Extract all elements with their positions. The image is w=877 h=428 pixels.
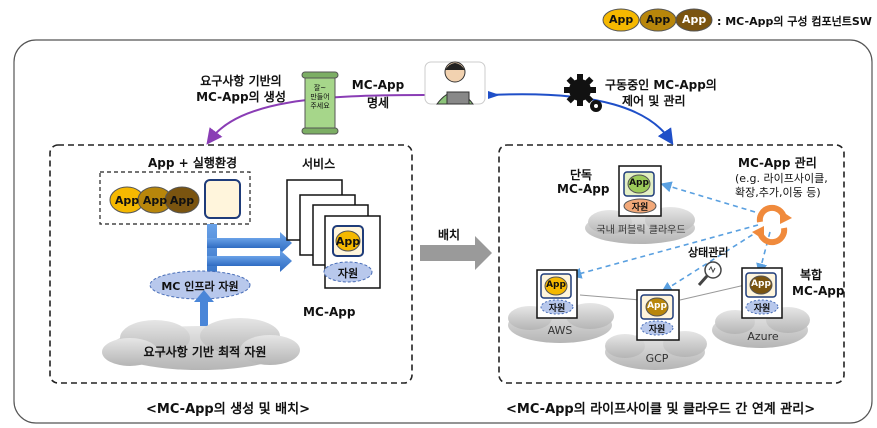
domestic-cloud-label: 국내 퍼블릭 클라우드: [596, 225, 686, 236]
aws-cloud-label: AWS: [547, 324, 573, 337]
deploy-arrow: [420, 236, 492, 270]
right-panel-border: [498, 144, 845, 384]
azure-resource-label: 자원: [753, 304, 771, 314]
infra-label: MC 인프라 자원: [161, 280, 239, 293]
gcp-cloud: [605, 331, 707, 370]
magnifier-icon: [697, 261, 722, 286]
mgmt-label-2: (e.g. 라이프사이클,: [735, 172, 828, 185]
left-panel-border: [49, 144, 413, 384]
purple-arrow: [206, 94, 426, 145]
spec-line-2: 명세: [366, 96, 390, 110]
single-label-1: 단독: [570, 168, 593, 182]
env-runtime-box: [204, 179, 241, 219]
left-cloud: [102, 318, 300, 370]
gcp-app-box: [636, 289, 680, 341]
legend-pill-1: [602, 8, 640, 32]
legend-pill-3: [675, 8, 713, 32]
status-label: 상태관리: [688, 246, 729, 259]
azure-app-label: App: [751, 279, 771, 289]
domestic-app-box: [618, 165, 662, 217]
spec-line-1: MC-App: [351, 78, 405, 92]
right-caption: <MC-App의 라이프사이클 및 클라우드 간 연계 관리>: [506, 402, 816, 417]
mgmt-label-1: MC-App 관리: [738, 156, 817, 170]
domestic-app-label: App: [629, 178, 649, 188]
person-icon: [424, 61, 486, 105]
env-title: App + 실행환경: [148, 156, 238, 170]
composite-label-1: 복합: [800, 268, 823, 282]
legend-pill-1-label: App: [609, 13, 634, 26]
service-resource-label: 자원: [337, 267, 359, 280]
mcapp-label: MC-App: [303, 305, 356, 319]
management-arrows: [570, 181, 771, 293]
scroll-icon: [301, 71, 339, 135]
env-app-label-1: App: [114, 194, 140, 207]
composite-label-2: MC-App: [792, 284, 845, 298]
cloud-links: [579, 284, 746, 301]
scroll-text: 잘~ 만들어 주세요: [310, 84, 330, 110]
optimal-resource-label: 요구사항 기반 최적 자원: [143, 345, 267, 359]
left-top-caption-1: 요구사항 기반의: [200, 74, 282, 88]
legend-pill-2-label: App: [646, 13, 671, 26]
domestic-resource-label: 자원: [631, 203, 649, 213]
right-top-caption-2: 제어 및 관리: [622, 94, 686, 108]
aws-app-label: App: [546, 280, 566, 290]
gcp-cloud-label: GCP: [645, 352, 669, 365]
service-stack: [286, 179, 381, 289]
deploy-label: 배치: [438, 228, 461, 242]
mgmt-label-3: 확장,추가,이동 등): [735, 186, 821, 199]
aws-app-box: [536, 269, 578, 319]
left-top-caption-2: MC-App의 생성: [196, 90, 286, 104]
gcp-app-label: App: [647, 301, 667, 311]
env-app-label-3: App: [169, 194, 195, 207]
azure-cloud-label: Azure: [747, 330, 779, 343]
gear-icon: [564, 74, 602, 112]
right-top-caption-1: 구동중인 MC-App의: [605, 78, 717, 92]
left-caption: <MC-App의 생성 및 배치>: [146, 402, 310, 417]
legend-text: : MC-App의 구성 컴포넌트SW: [717, 15, 872, 28]
aws-resource-label: 자원: [548, 304, 566, 314]
gcp-resource-label: 자원: [648, 325, 666, 335]
legend-pill-3-label: App: [682, 13, 707, 26]
blue-pipe: [207, 224, 292, 284]
single-label-2: MC-App: [557, 182, 610, 196]
service-app-label: App: [335, 235, 361, 248]
env-app-label-2: App: [142, 194, 168, 207]
service-title: 서비스: [302, 157, 336, 171]
up-arrow: [200, 300, 208, 340]
outer-frame: [13, 39, 873, 424]
azure-app-box: [741, 267, 783, 319]
infra-ellipse: [149, 270, 251, 300]
aws-cloud: [508, 303, 614, 343]
env-app-3: [164, 186, 200, 214]
blue-arrow: [489, 93, 674, 145]
